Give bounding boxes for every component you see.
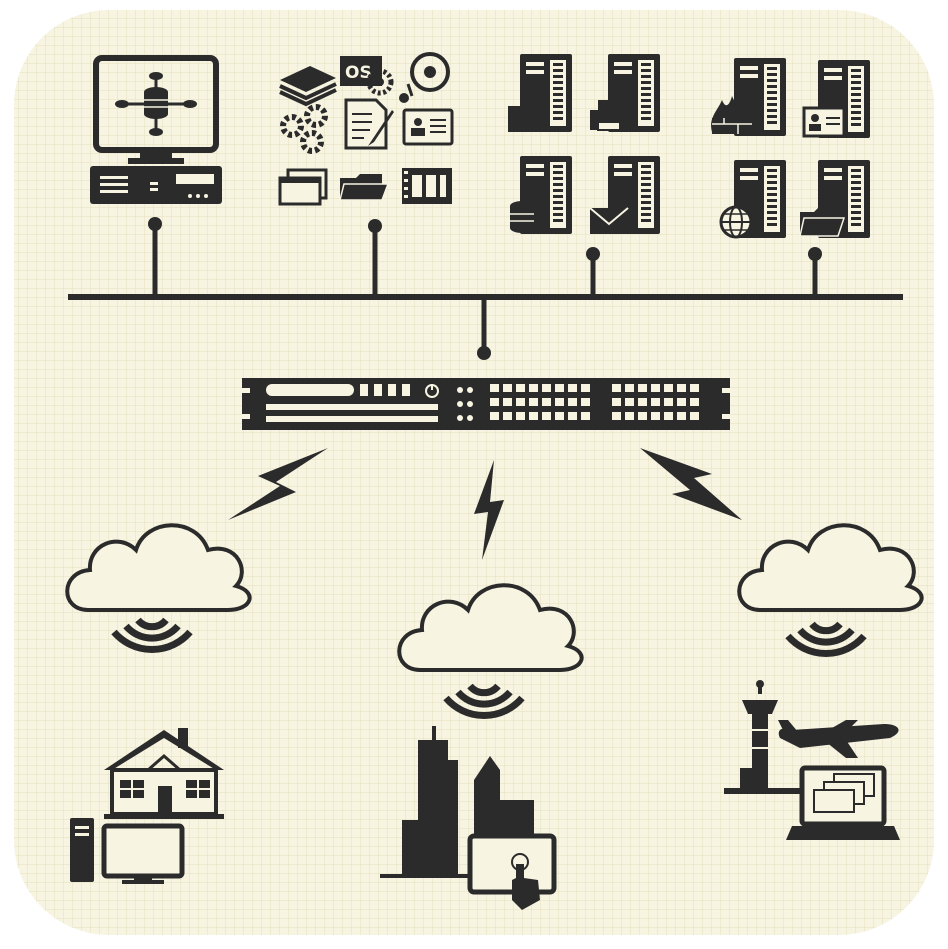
network-bus [68, 217, 903, 360]
web-server-icon [719, 160, 786, 239]
database-computer-icon [90, 55, 222, 204]
lightning-center-icon [474, 460, 504, 560]
print-server-icon [590, 54, 660, 132]
lightning-left-icon [228, 448, 328, 520]
gears-icon [280, 104, 328, 154]
database-server-icon [510, 156, 572, 234]
document-edit-icon [344, 98, 394, 150]
stacked-papers-icon [279, 66, 337, 107]
film-strip-icon [402, 168, 452, 204]
airplane-icon [778, 720, 899, 758]
rack-switch-icon [242, 378, 730, 430]
music-disc-icon [399, 52, 450, 103]
firewall-server-icon [711, 58, 786, 136]
lightning-right-icon [640, 448, 742, 520]
id-card-icon [402, 108, 454, 146]
windows-icon [278, 168, 328, 206]
control-tower-icon [724, 680, 804, 794]
desktop-computer-icon [70, 818, 185, 884]
os-label: OS [345, 63, 372, 83]
user-server-icon [802, 60, 870, 138]
folder-icon [339, 174, 390, 201]
tablet-touch-icon [467, 833, 557, 910]
mail-server-icon [589, 156, 660, 234]
house-icon [104, 728, 224, 819]
file-server-icon [508, 54, 572, 132]
laptop-icon [786, 765, 900, 840]
folder-server-icon [799, 160, 870, 238]
os-settings-icon: OS [340, 56, 394, 96]
